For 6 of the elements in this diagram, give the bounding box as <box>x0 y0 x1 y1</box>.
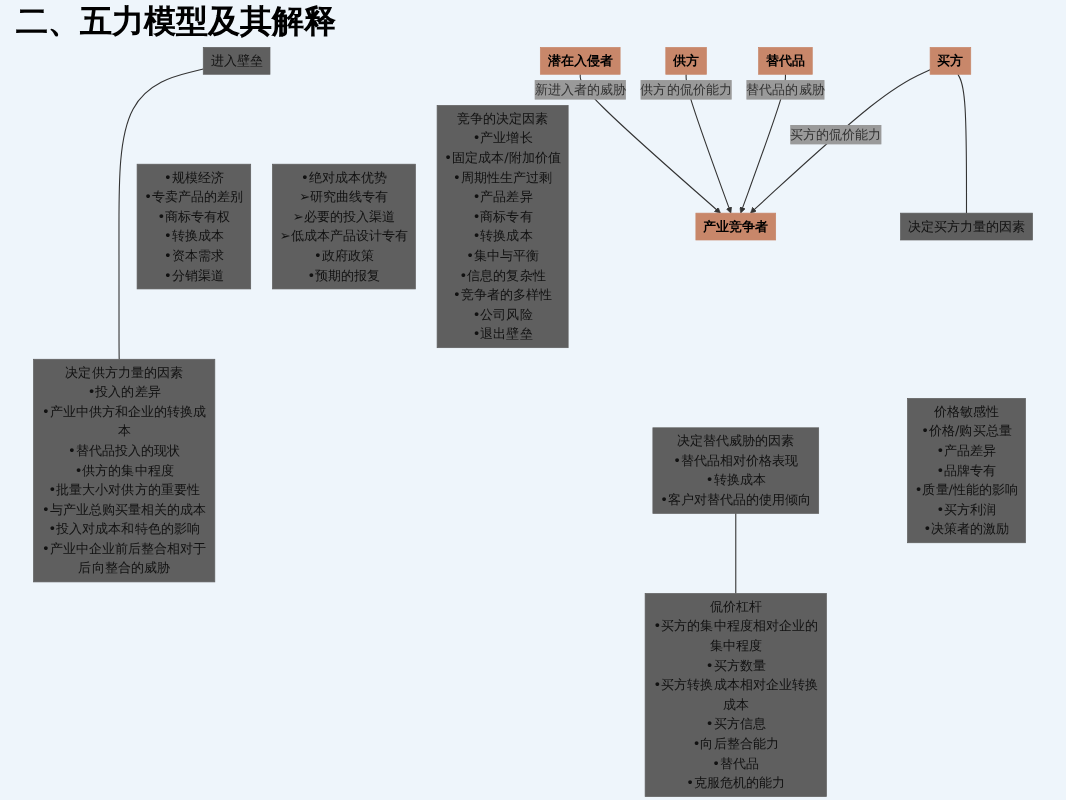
connector <box>118 68 204 360</box>
arrow <box>750 69 931 214</box>
title: 二、五力模型及其解释 <box>16 2 338 44</box>
connector <box>735 512 737 595</box>
connector <box>957 73 968 214</box>
arrow <box>579 73 721 214</box>
